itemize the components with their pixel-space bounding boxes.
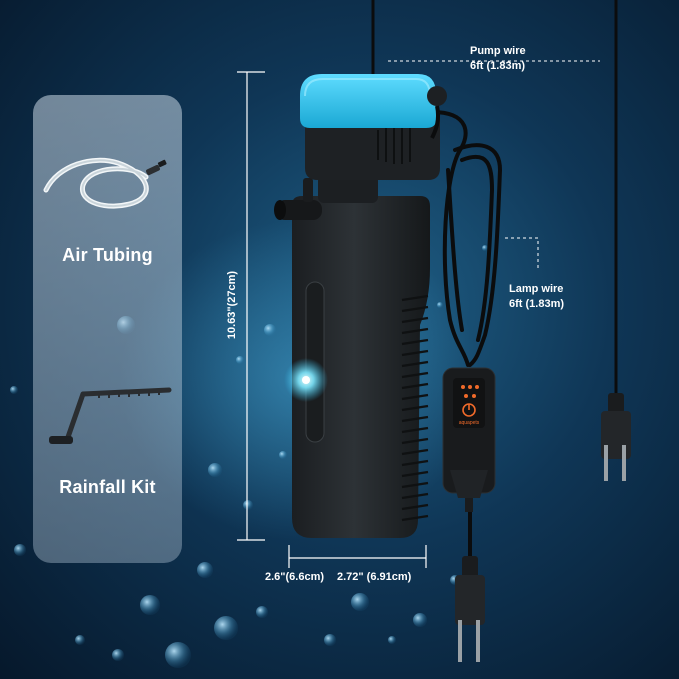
accessories-panel: Air Tubing Rainfall Kit xyxy=(33,95,182,563)
callout-leaders xyxy=(388,60,600,268)
controller-brand: aquapets xyxy=(459,420,480,426)
lamp-plug-icon xyxy=(455,556,485,662)
pump-wire-length: 6ft (1.83m) xyxy=(470,60,526,72)
lamp-wire-callout: Lamp wire 6ft (1.83m) xyxy=(509,282,564,312)
width-dimension-label: 2.72" (6.91cm) xyxy=(337,571,412,583)
height-dimension-line xyxy=(237,71,265,541)
pump-wire-callout: Pump wire 6ft (1.83m) xyxy=(470,44,526,74)
air-tubing-icon xyxy=(43,157,167,209)
height-dimension-label: 10.63"(27cm) xyxy=(226,270,238,340)
pump-plug-icon xyxy=(601,393,631,481)
depth-dimension-label: 2.6"(6.6cm) xyxy=(265,571,325,583)
lamp-cable-coil xyxy=(430,110,503,562)
filter-body xyxy=(274,74,447,538)
air-tubing-label: Air Tubing xyxy=(62,245,153,265)
pump-wire-title: Pump wire xyxy=(470,45,526,57)
lamp-wire-title: Lamp wire xyxy=(509,283,564,295)
rainfall-kit-icon xyxy=(49,387,172,444)
lamp-wire-length: 6ft (1.83m) xyxy=(509,298,565,310)
light-controller: aquapets xyxy=(442,367,496,512)
bubbles xyxy=(10,245,488,668)
width-dimension-line xyxy=(288,545,427,568)
pump-wire xyxy=(371,0,618,395)
rainfall-kit-label: Rainfall Kit xyxy=(59,477,156,497)
